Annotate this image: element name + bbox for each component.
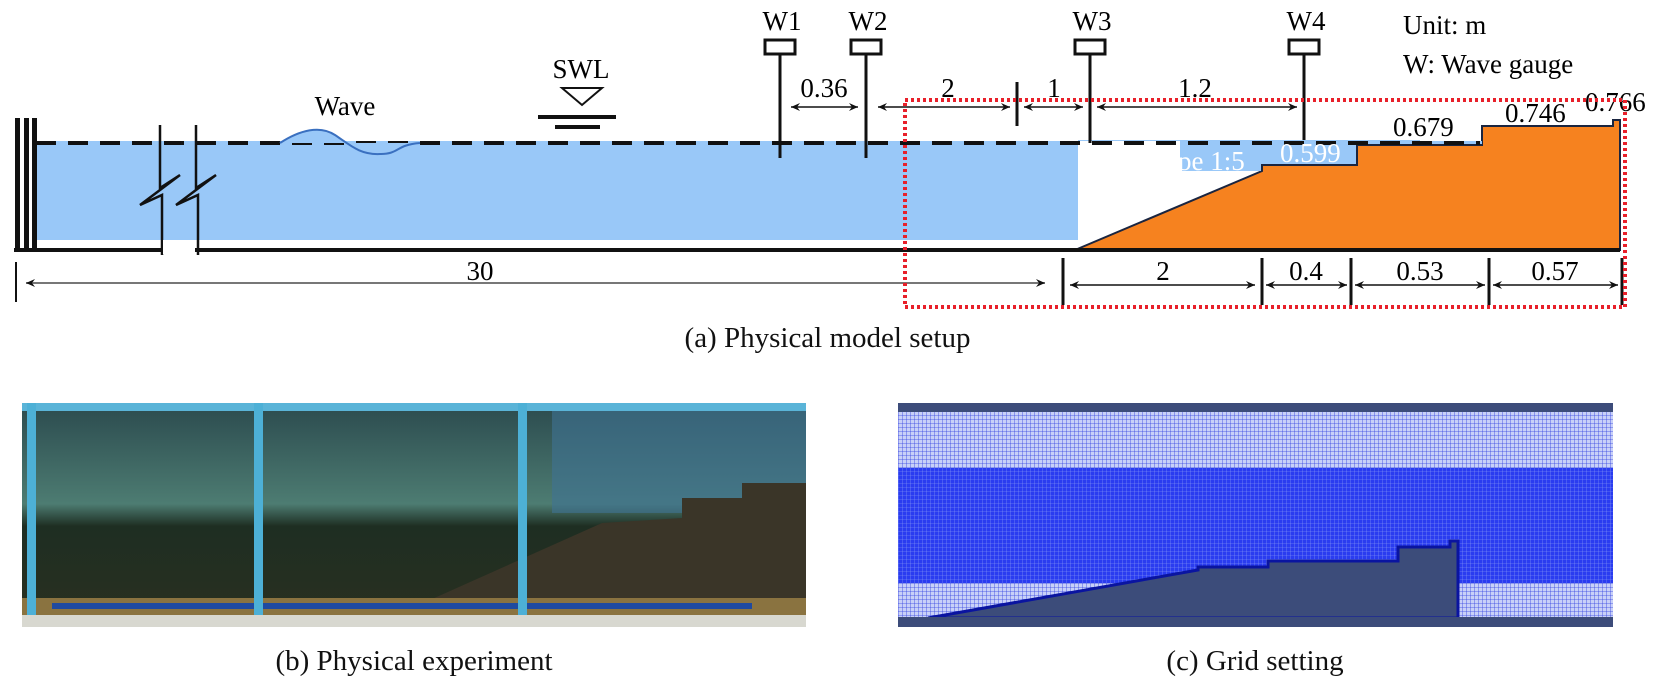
- dim-slope-length: 2: [1070, 256, 1255, 289]
- dim-step3: 0.57: [1493, 256, 1618, 289]
- gauge-w3: W3: [1073, 6, 1112, 143]
- caption-a: (a) Physical model setup: [684, 322, 971, 354]
- caption-b: (b) Physical experiment: [275, 645, 553, 677]
- dim-flume: 30: [26, 256, 1045, 287]
- elevation-step1: 0.599: [1280, 138, 1341, 168]
- dim-w1-w2: 0.36: [791, 73, 858, 111]
- svg-text:0.57: 0.57: [1531, 256, 1578, 286]
- gauge-w2: W2: [849, 6, 888, 158]
- svg-text:0.4: 0.4: [1289, 256, 1323, 286]
- elevation-step3: 0.746: [1505, 98, 1566, 128]
- dim-toe-w3: 1: [1024, 73, 1083, 111]
- wave-paddle: [15, 118, 37, 250]
- wave-shape: [279, 128, 421, 156]
- wave-label: Wave: [315, 91, 376, 121]
- swl-triangle-icon: [559, 87, 605, 107]
- water-over-step: [1180, 141, 1482, 171]
- water-body: [36, 141, 1078, 240]
- gauge-definition: W: Wave gauge: [1403, 49, 1573, 79]
- svg-text:0.36: 0.36: [800, 73, 847, 103]
- elevation-step2: 0.679: [1393, 112, 1454, 142]
- svg-text:W3: W3: [1073, 6, 1112, 36]
- dim-w2-toe: 2: [878, 73, 1010, 111]
- caption-c: (c) Grid setting: [1166, 645, 1344, 677]
- svg-text:30: 30: [467, 256, 494, 286]
- highlight-box: [903, 98, 1627, 309]
- physical-model-diagram: Wave SWL W1 W2 W3 W4 0.36 2 1 1.2: [14, 6, 1646, 309]
- svg-text:1: 1: [1047, 73, 1061, 103]
- svg-text:2: 2: [941, 73, 955, 103]
- solid-structure: [927, 539, 1460, 620]
- water-over-slope: [1078, 140, 1420, 141]
- gauge-w4: W4: [1287, 6, 1326, 140]
- slope-label: Slope 1:5: [1142, 146, 1245, 176]
- svg-text:W1: W1: [763, 6, 802, 36]
- break-symbol: [139, 125, 217, 255]
- dim-step1: 0.4: [1266, 256, 1347, 289]
- slope-structure: [1074, 119, 1621, 251]
- svg-text:0.53: 0.53: [1396, 256, 1443, 286]
- physical-experiment-photo: [22, 403, 806, 627]
- svg-text:W4: W4: [1287, 6, 1326, 36]
- unit-label: Unit: m: [1403, 10, 1486, 40]
- grid-setting-mesh: [898, 403, 1613, 627]
- svg-text:W2: W2: [849, 6, 888, 36]
- dim-step2: 0.53: [1355, 256, 1485, 289]
- svg-text:2: 2: [1156, 256, 1170, 286]
- swl-label: SWL: [553, 54, 610, 84]
- gauge-w1: W1: [763, 6, 802, 158]
